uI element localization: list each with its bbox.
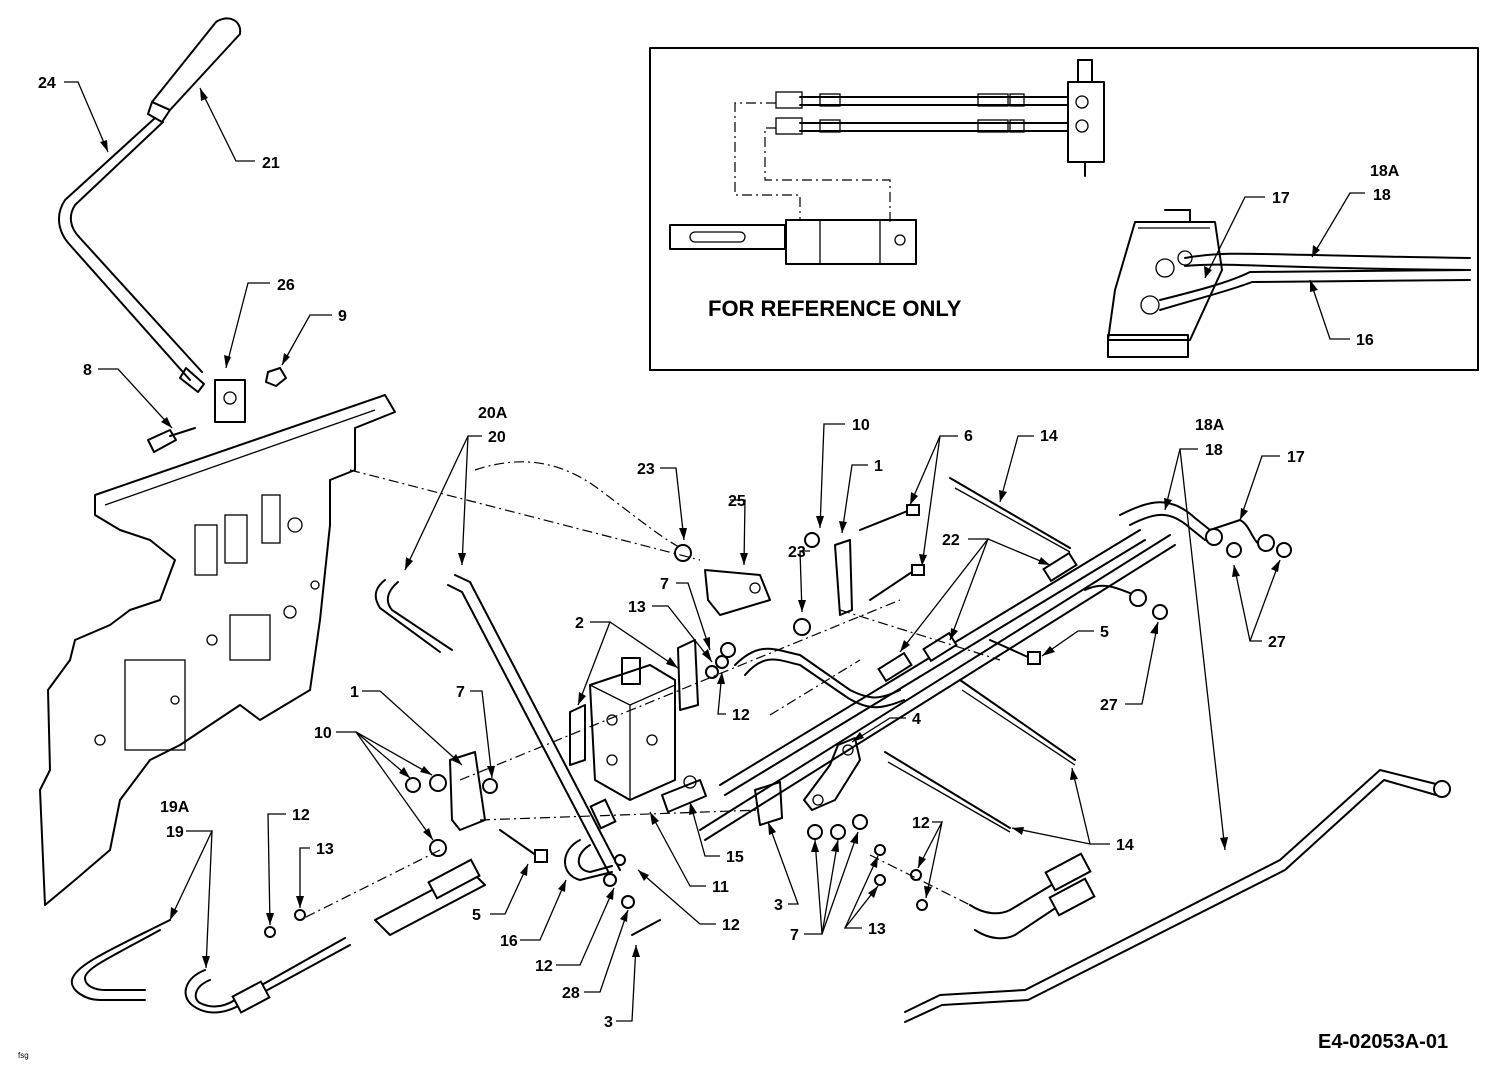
inset-hoses: [775, 91, 1069, 135]
callout-15: 15: [726, 849, 744, 866]
callout-10-top: 10: [852, 417, 870, 434]
callout-14-bottom: 14: [1116, 837, 1134, 854]
callout-24: 24: [38, 75, 56, 92]
callout-14-top: 14: [1040, 428, 1058, 445]
callout-11: 11: [712, 879, 729, 896]
callout-12-bottom: 12: [535, 958, 553, 975]
callout-21: 21: [262, 155, 280, 172]
inset-valve-block: [1067, 59, 1105, 177]
callout-23-top: 23: [637, 461, 655, 478]
callout-5-left: 5: [472, 907, 481, 924]
callout-19: 19: [166, 824, 184, 841]
callout-12-right: 12: [912, 815, 930, 832]
callouts: 24 21 26 9 8 20A 20 23 25 10 1 6 14 18A …: [38, 75, 1305, 1031]
callout-13-bottom: 13: [868, 921, 886, 938]
inset-pump: [1107, 209, 1223, 358]
hose-20a: [374, 579, 441, 653]
callout-28: 28: [562, 985, 580, 1002]
callout-16: 16: [500, 933, 518, 950]
callout-2: 2: [575, 615, 584, 632]
callout-10-left: 10: [314, 725, 332, 742]
callout-18: 18: [1205, 442, 1223, 459]
hose-20: [454, 574, 621, 871]
bracket-1-left: [449, 751, 486, 831]
pipe-18: [1119, 501, 1211, 531]
inset-label-17: 17: [1272, 190, 1290, 207]
callout-13-top: 13: [628, 599, 646, 616]
callout-20: 20: [488, 429, 506, 446]
control-valve-block: [569, 639, 699, 801]
bracket-1-top: [834, 539, 853, 616]
callout-1-top: 1: [874, 458, 883, 475]
inset-label-18a: 18A: [1370, 163, 1400, 180]
callout-26: 26: [277, 277, 295, 294]
callout-4: 4: [912, 711, 921, 728]
callout-17: 17: [1287, 449, 1305, 466]
callout-23-mid: 23: [788, 544, 806, 561]
callout-7-bottom: 7: [790, 927, 799, 944]
callout-3-bottom: 3: [604, 1014, 613, 1031]
callout-27-right: 27: [1268, 634, 1286, 651]
callout-20a: 20A: [478, 405, 508, 422]
callout-27-mid: 27: [1100, 697, 1118, 714]
inset-label-18: 18: [1373, 187, 1391, 204]
fasteners: [264, 504, 1041, 938]
pipe-18-long: [904, 769, 1441, 1013]
inset-frame: [649, 47, 1479, 371]
callout-12-mid: 12: [722, 917, 740, 934]
callout-13-left: 13: [316, 841, 334, 858]
hose-fittings-right: [969, 852, 1096, 940]
callout-9: 9: [338, 308, 347, 325]
callout-1-left: 1: [350, 684, 359, 701]
callout-12-left: 12: [292, 807, 310, 824]
callout-3-right: 3: [774, 897, 783, 914]
callout-22: 22: [942, 532, 960, 549]
inset-label-16: 16: [1356, 332, 1374, 349]
callout-6: 6: [964, 428, 973, 445]
callout-5-right: 5: [1100, 624, 1109, 641]
link-4: [803, 737, 861, 811]
inset-caption: FOR REFERENCE ONLY: [708, 296, 962, 321]
callout-25: 25: [728, 493, 746, 510]
inset-cylinder: [669, 219, 917, 265]
callout-8: 8: [83, 362, 92, 379]
link-25: [704, 569, 771, 616]
callout-7-left: 7: [456, 684, 465, 701]
pipe-16: [734, 647, 901, 699]
control-panel-plate: [39, 394, 396, 906]
control-lever: [58, 17, 242, 393]
fitting-15: [661, 775, 707, 813]
pipe-22-a: [699, 534, 1171, 831]
callout-19a: 19A: [160, 799, 190, 816]
callout-7-top: 7: [660, 576, 669, 593]
hoses-19: [70, 858, 486, 1014]
bracket-3: [754, 781, 783, 826]
lever-bracket: [147, 367, 287, 453]
reference-inset: FOR REFERENCE ONLY 17 18A 18 16: [649, 47, 1479, 371]
cable-ties-14: [884, 477, 1076, 833]
drawing-code: E4-02053A-01: [1318, 1031, 1448, 1053]
corner-mark: fsg: [18, 1051, 29, 1060]
callout-18a: 18A: [1195, 417, 1225, 434]
callout-12-top: 12: [732, 707, 750, 724]
